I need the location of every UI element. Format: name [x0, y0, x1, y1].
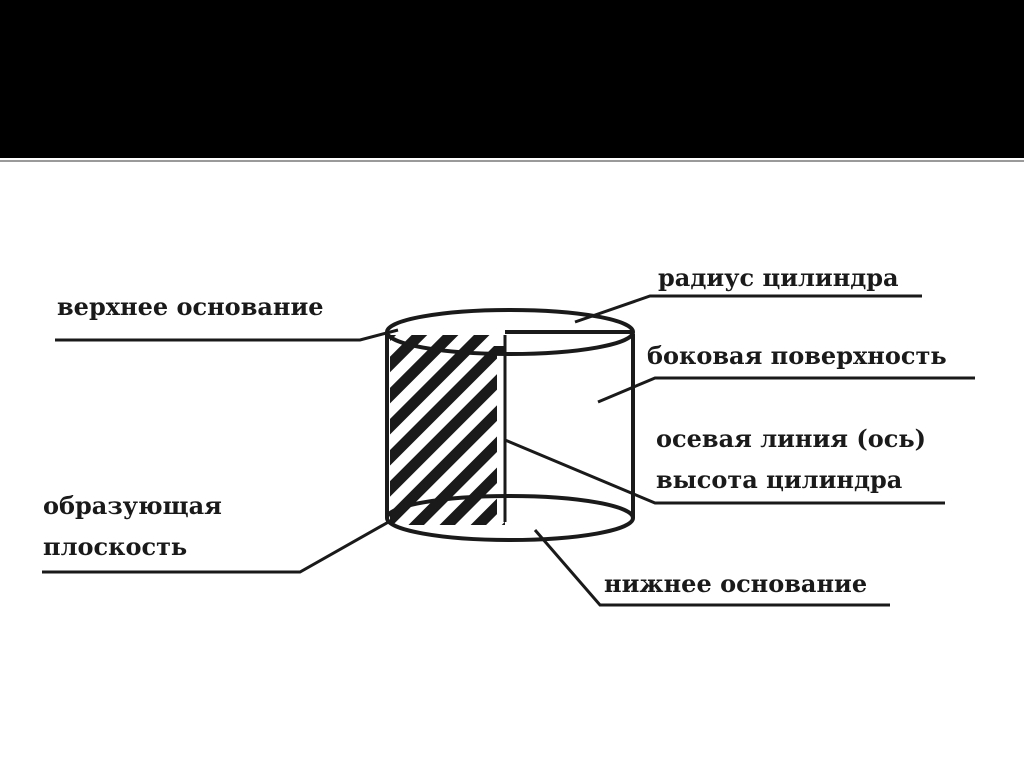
- separator-line: [0, 160, 1024, 162]
- bottom-base-back-arc: [385, 494, 635, 519]
- leader-lateral-surface: [597, 376, 975, 404]
- leader-generatrix: [42, 518, 393, 574]
- label-generatrix-line1: образующая: [43, 491, 222, 520]
- cylinder-outline: [385, 308, 635, 542]
- label-bottom-base: нижнее основание: [604, 569, 867, 598]
- header-bar: [0, 0, 1024, 158]
- leader-lines: [42, 294, 975, 607]
- leader-top-base: [55, 328, 399, 342]
- leader-axis: [504, 438, 945, 505]
- leader-bottom-base: [533, 529, 890, 607]
- axial-section-hatch: [390, 335, 505, 525]
- label-axis-line: осевая линия (ось): [656, 424, 926, 453]
- label-height: высота цилиндра: [656, 465, 902, 494]
- label-top-base: верхнее основание: [57, 292, 324, 321]
- label-lateral-surface: боковая поверхность: [647, 341, 947, 370]
- label-radius: радиус цилиндра: [658, 263, 899, 292]
- leader-radius: [574, 294, 922, 324]
- bottom-base-front-arc: [385, 517, 635, 542]
- label-generatrix-line2: плоскость: [43, 532, 187, 561]
